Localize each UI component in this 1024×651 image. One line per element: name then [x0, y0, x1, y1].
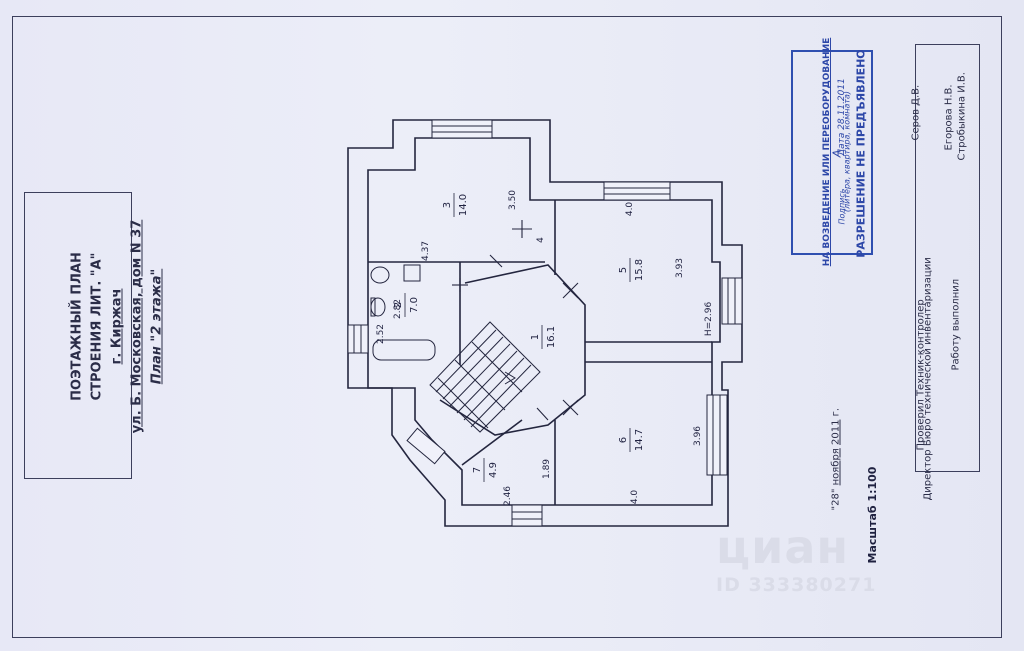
watermark-brand: циан: [716, 520, 850, 574]
dim-437: 4.37: [421, 241, 431, 261]
signoff-month: ноября: [830, 448, 842, 486]
shower-tray: [403, 264, 421, 282]
dim-h296: H=2.96: [704, 302, 714, 337]
hall-outline: [439, 264, 586, 436]
permission-stamp: НА ВОЗВЕДЕНИЕ ИЛИ ПЕРЕОБОРУДОВАНИЕ А (ли…: [791, 38, 873, 266]
window-room6: [706, 394, 728, 476]
stamp-line-4: РАЗРЕШЕНИЕ НЕ ПРЕДЪЯВЛЕНО: [854, 49, 868, 258]
room-6-number: 6: [618, 437, 629, 443]
room-7-number: 7: [472, 467, 483, 473]
sink: [370, 266, 390, 284]
room-5-area: 15.8: [634, 259, 645, 281]
dim-246: 2.46: [503, 486, 513, 506]
window-right: [721, 277, 743, 325]
room-1-area: 16.1: [546, 326, 557, 348]
window-room5-top: [603, 181, 671, 201]
signoff-director-label: Директор Бюро технической инвентаризации: [922, 257, 934, 501]
window-left: [347, 324, 369, 354]
dim-393: 3.93: [675, 258, 685, 278]
dim-189: 1.89: [542, 459, 552, 479]
dim-350: 3.50: [508, 190, 518, 210]
dim-396: 3.96: [693, 426, 703, 446]
signoff-year-suffix: г.: [830, 407, 842, 417]
signoff-checked-name: Егорова Н.В.: [943, 84, 955, 151]
inner-wall: [367, 137, 721, 506]
room-6-area: 14.7: [634, 429, 645, 451]
drawing-frame: [12, 16, 1002, 638]
outer-wall: [347, 119, 743, 527]
toilet: [370, 297, 386, 317]
room-7-area: 4.9: [488, 462, 499, 478]
signoff-performed-name: Серов Д.В.: [910, 84, 922, 141]
window-bottom: [511, 504, 543, 527]
wall-7-top: [461, 419, 523, 466]
window-diagonal: [406, 427, 446, 465]
signoff-date: "28" ноября 2011 г.: [831, 311, 842, 511]
watermark-id: ID 333380271: [716, 574, 877, 596]
dim-282: 2.82: [393, 299, 403, 319]
dim-4: 4: [536, 237, 546, 243]
signoff-date-prefix: "28": [830, 488, 842, 511]
room-2-number: 2: [393, 302, 404, 308]
cian-watermark: циан ID 333380271: [716, 520, 876, 596]
room-5-number: 5: [618, 267, 629, 273]
stamp-signature-label: Подпись: [837, 188, 847, 225]
room-3-number: 3: [442, 202, 453, 208]
dim-40-bottom: 4.0: [630, 490, 640, 505]
scale-label: Масштаб 1:100: [866, 466, 879, 563]
dim-252: 2.52: [376, 324, 386, 344]
signoff-block: "28" ноября 2011 г. Работу выполнил Серо…: [831, 44, 980, 511]
bathtub: [372, 339, 436, 361]
title-block: ПОЭТАЖНЫЙ ПЛАН СТРОЕНИЯ ЛИТ. "А" г. Кирж…: [24, 192, 165, 479]
staircase: [429, 321, 541, 433]
window-top: [431, 119, 493, 139]
signoff-performed-label: Работу выполнил: [950, 278, 962, 371]
dim-40-top: 4.0: [625, 202, 635, 217]
room-3-area: 14.0: [458, 194, 469, 216]
room-2-area: 7.0: [409, 297, 420, 313]
signoff-director-name: Стробыкина И.В.: [956, 72, 968, 161]
room-1-number: 1: [530, 334, 541, 340]
signoff-year: 2011: [830, 419, 842, 445]
